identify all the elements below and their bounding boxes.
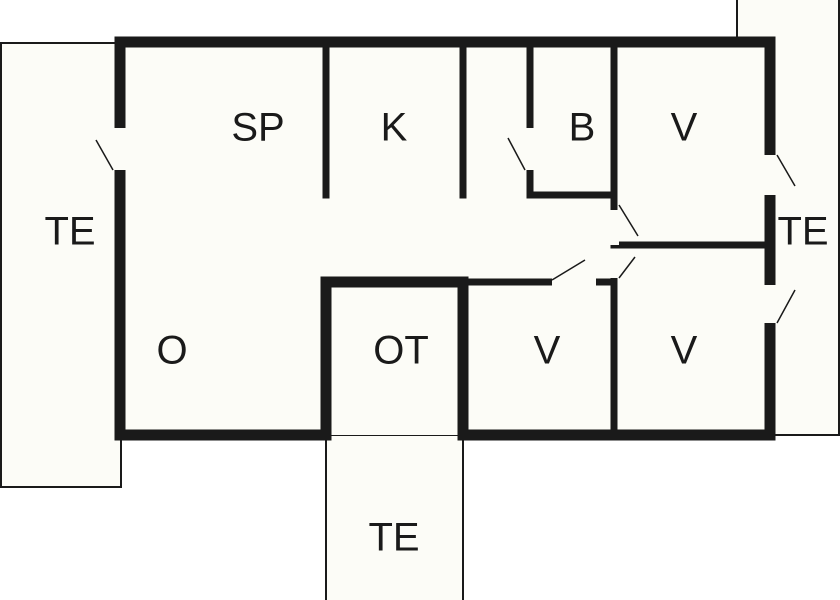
room-label-v-top: V: [671, 106, 698, 150]
door-openings: [113, 128, 777, 323]
room-label-v-bottom-right: V: [671, 329, 698, 373]
terrace-label-bottom: TE: [368, 516, 419, 560]
terrace-label-right: TE: [777, 210, 828, 254]
exterior-walls: [114, 36, 776, 441]
terrace-bottom: [325, 434, 464, 600]
room-label-k: K: [381, 106, 408, 150]
room-label-o: O: [156, 329, 187, 373]
room-label-ot: OT: [373, 329, 429, 373]
terrace-left: [0, 42, 122, 488]
terrace-label-left: TE: [44, 210, 95, 254]
house-floor: [120, 42, 770, 435]
room-label-v-bottom-left: V: [534, 329, 561, 373]
room-label-sp: SP: [231, 106, 284, 150]
door-swings: [95, 137, 796, 324]
room-label-b: B: [569, 106, 596, 150]
ot-floor: [326, 282, 463, 435]
